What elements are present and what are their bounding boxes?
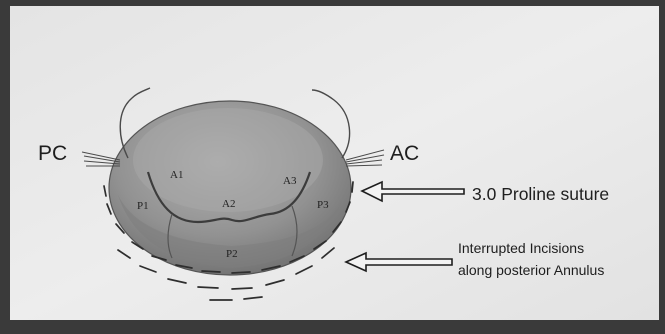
label-a1: A1: [170, 169, 183, 181]
annotation-suture: 3.0 Proline suture: [472, 184, 609, 204]
label-p3: P3: [317, 199, 329, 211]
anterior-leaflet: [133, 108, 323, 212]
label-a3: A3: [283, 175, 297, 187]
label-a2: A2: [222, 198, 235, 210]
label-pc: PC: [38, 142, 67, 165]
label-p2: P2: [226, 248, 238, 260]
annotation-incisions-line2: along posterior Annulus: [458, 262, 604, 278]
label-p1: P1: [137, 200, 149, 212]
annotation-incisions-line1: Interrupted Incisions: [458, 240, 584, 256]
label-ac: AC: [390, 142, 419, 165]
